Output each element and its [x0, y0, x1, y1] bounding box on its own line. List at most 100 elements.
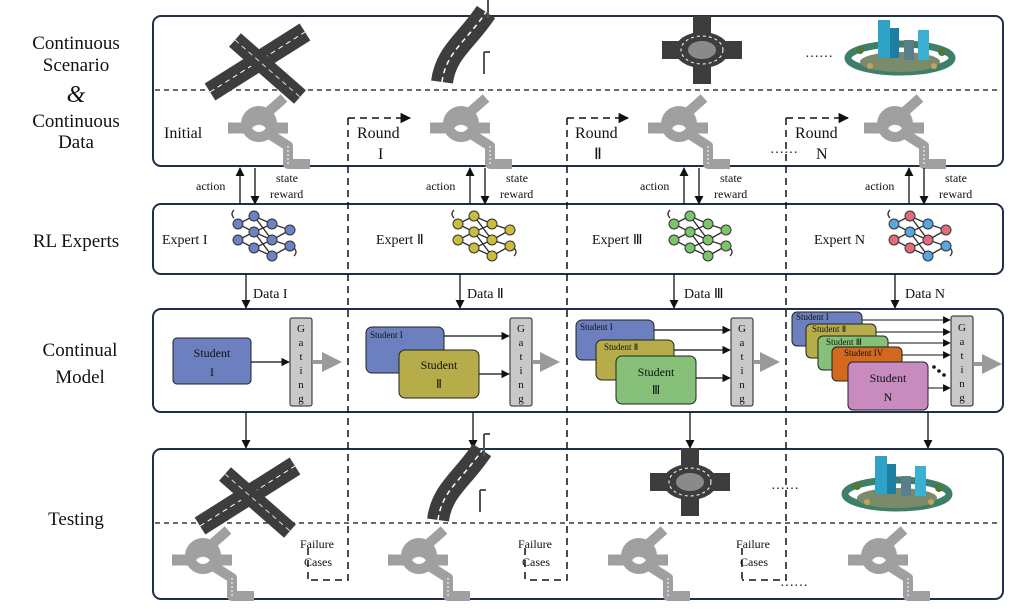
student-numeral-1: I: [210, 365, 214, 379]
expert-label-2: Expert Ⅱ: [376, 233, 424, 248]
city-scenario-icon: [848, 20, 952, 72]
reward-label-1: reward: [270, 187, 303, 201]
data-label-1: Data I: [253, 287, 288, 302]
svg-text:g: g: [518, 393, 524, 405]
svg-text:G: G: [297, 323, 305, 335]
state-label-4: state: [945, 171, 967, 185]
student-label-1: Student: [194, 346, 231, 360]
svg-text:n: n: [298, 379, 304, 391]
data-label-4: Data N: [905, 287, 945, 302]
round-label-n-numeral: N: [816, 146, 828, 163]
failure-map-icon-2: [388, 530, 470, 596]
svg-text:i: i: [960, 364, 963, 376]
failure-ellipsis: ……: [780, 575, 808, 590]
interaction-arrows: [235, 167, 929, 205]
reward-label-3: reward: [714, 187, 747, 201]
round-label-1-numeral: I: [378, 146, 383, 163]
svg-text:i: i: [299, 365, 302, 377]
svg-text:t: t: [740, 351, 743, 363]
failure-label-1b: Cases: [304, 555, 332, 569]
svg-text:n: n: [518, 379, 524, 391]
expert-label-4: Expert N: [814, 233, 865, 248]
data-map-icon-round-n: [864, 98, 946, 164]
student-small-label-3b: Student Ⅱ: [604, 342, 638, 352]
label-continuous-data-1: Continuous: [32, 111, 120, 132]
model-column-3: Student I Student Ⅱ Student Ⅲ: [575, 317, 780, 407]
svg-text:a: a: [960, 336, 965, 348]
data-label-2: Data Ⅱ: [467, 287, 504, 302]
state-label-3: state: [720, 171, 742, 185]
failure-map-icon-4: [848, 530, 930, 596]
action-label-1: action: [196, 179, 225, 193]
label-continuous-scenario-2: Scenario: [43, 55, 109, 76]
label-ampersand: &: [67, 82, 86, 108]
reward-label-2: reward: [500, 187, 533, 201]
label-continuous-data-2: Data: [58, 132, 94, 153]
round-label-2-numeral: Ⅱ: [594, 146, 602, 163]
curve-road-scenario-icon: [442, 0, 494, 82]
neural-network-icon-2: [451, 209, 517, 262]
round-label-1: Round: [357, 125, 400, 142]
svg-text:t: t: [960, 350, 963, 362]
model-column-1: Student I: [172, 317, 342, 407]
round-label-n: Round: [795, 125, 838, 142]
continual-model-frame: [152, 308, 1004, 413]
student-numeral-n: N: [884, 390, 893, 404]
svg-text:i: i: [519, 365, 522, 377]
neural-network-icon-4: [887, 209, 953, 262]
testing-city-icon: [845, 456, 949, 508]
svg-text:n: n: [739, 379, 745, 391]
testing-crossroad-icon: [200, 466, 295, 531]
student-label-n: Student: [870, 371, 907, 385]
failure-label-2a: Failure: [518, 537, 552, 551]
crossroad-scenario-icon: [210, 32, 305, 97]
svg-text:a: a: [519, 337, 524, 349]
student-small-label-4c: Student Ⅲ: [826, 337, 862, 347]
gating-box-1: [289, 317, 313, 407]
svg-text:g: g: [959, 392, 965, 404]
testing-frame: [152, 448, 1004, 600]
gating-letters: G a t i n g G a t i n g G a t i n g G a …: [297, 322, 966, 405]
student-small-label-4b: Student Ⅱ: [812, 324, 846, 334]
label-testing: Testing: [48, 509, 104, 530]
failure-label-2b: Cases: [522, 555, 550, 569]
roundabout-scenario-icon: [662, 16, 742, 84]
model-column-4: Student I Student Ⅱ Student Ⅲ Student IV…: [791, 311, 1002, 411]
action-label-2: action: [426, 179, 455, 193]
model-column-2: Student I Student Ⅱ: [365, 317, 560, 407]
testing-arrows: [241, 412, 933, 449]
row-labels: Continuous Scenario & Continuous Data RL…: [32, 33, 120, 530]
reward-label-4: reward: [939, 187, 972, 201]
student-small-label-4d: Student IV: [844, 348, 884, 358]
scenario-data-frame: [152, 15, 1004, 167]
svg-text:a: a: [740, 337, 745, 349]
action-label-4: action: [865, 179, 894, 193]
round-label-2: Round: [575, 125, 618, 142]
data-ellipsis: ……: [770, 142, 798, 157]
gating-box-2: [509, 317, 533, 407]
testing-curve-road-icon: [438, 434, 490, 520]
data-map-icon-initial: [228, 98, 310, 164]
neural-network-icon-1: [231, 209, 297, 262]
data-arrows: [241, 274, 900, 309]
failure-map-icon-3: [608, 530, 690, 596]
data-map-icon-round-2: [648, 98, 730, 164]
svg-text:g: g: [298, 393, 304, 405]
failure-label-3a: Failure: [736, 537, 770, 551]
student-numeral-2: Ⅱ: [436, 377, 442, 391]
svg-text:t: t: [299, 351, 302, 363]
testing-ellipsis: ……: [771, 478, 799, 493]
neural-network-icon-3: [667, 209, 733, 262]
expert-label-3: Expert Ⅲ: [592, 233, 642, 248]
student-label-3: Student: [638, 365, 675, 379]
label-rl-experts: RL Experts: [33, 231, 119, 252]
label-continuous-scenario-1: Continuous: [32, 33, 120, 54]
round-label-initial: Initial: [164, 125, 203, 142]
svg-text:n: n: [959, 378, 965, 390]
svg-text:a: a: [299, 337, 304, 349]
student-small-label-4a: Student I: [796, 312, 829, 322]
student-numeral-3: Ⅲ: [652, 383, 660, 397]
svg-text:G: G: [738, 323, 746, 335]
expert-label-1: Expert I: [162, 233, 208, 248]
